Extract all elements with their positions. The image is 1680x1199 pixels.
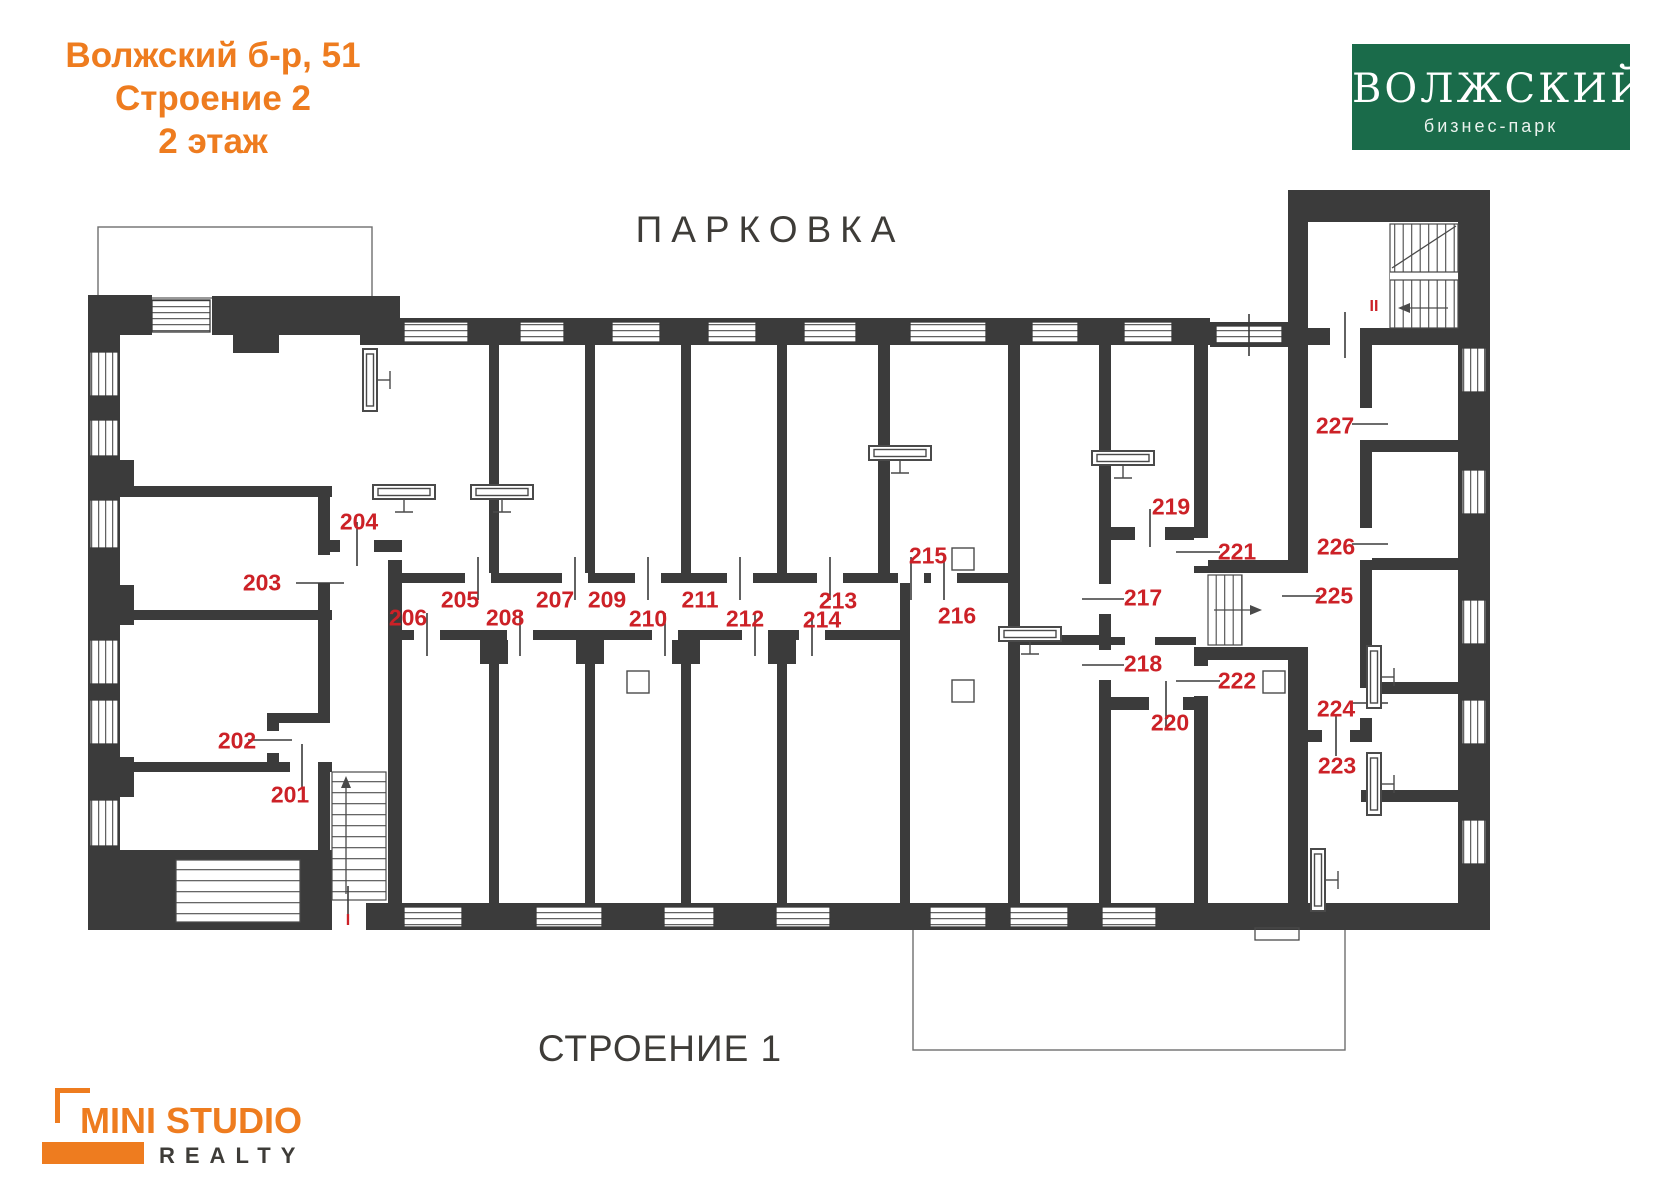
brand-subtitle: бизнес-парк xyxy=(1423,116,1559,136)
room-label-215: 215 xyxy=(908,542,948,569)
room-label-224: 224 xyxy=(1316,695,1356,722)
room-label-217: 217 xyxy=(1123,584,1163,611)
room-label-212: 212 xyxy=(725,605,765,632)
room-label-201: 201 xyxy=(270,781,310,808)
room-label-202: 202 xyxy=(217,727,257,754)
room-label-214: 214 xyxy=(802,606,842,633)
room-label-220: 220 xyxy=(1150,709,1190,736)
shaft-symbols xyxy=(626,547,1286,703)
room-label-204: 204 xyxy=(339,508,379,535)
room-label-219: 219 xyxy=(1151,493,1191,520)
stairs-internal-left xyxy=(331,771,387,901)
stairs-middle xyxy=(1207,574,1262,646)
realty-logo-bar xyxy=(42,1142,144,1164)
title-building: Строение 2 xyxy=(115,79,311,118)
room-label-208: 208 xyxy=(485,604,525,631)
room-label-210: 210 xyxy=(628,605,668,632)
room-label-216: 216 xyxy=(937,602,977,629)
room-label-209: 209 xyxy=(587,586,627,613)
room-label-213: 213 xyxy=(818,587,858,614)
windows xyxy=(89,299,1487,941)
room-label-203: 203 xyxy=(242,569,282,596)
annotation-box-top-left xyxy=(97,226,373,299)
title-floor: 2 этаж xyxy=(158,122,268,161)
building1-label: СТРОЕНИЕ 1 xyxy=(537,1028,783,1069)
room-label-222: 222 xyxy=(1217,667,1257,694)
stair-mark-1: I xyxy=(345,912,351,929)
stairs-entrance-left xyxy=(175,859,301,923)
realty-logo-name: MINI STUDIO xyxy=(80,1100,302,1141)
stair-mark-2: II xyxy=(1369,298,1379,315)
realty-logo-realty: REALTY xyxy=(159,1143,306,1168)
annotation-box-bottom xyxy=(912,924,1346,1051)
title-address: Волжский б-р, 51 xyxy=(65,36,361,75)
room-label-225: 225 xyxy=(1314,582,1354,609)
page-title: Волжский б-р, 51 Строение 2 2 этаж xyxy=(18,34,408,163)
room-label-205: 205 xyxy=(440,586,480,613)
walls xyxy=(88,190,1490,930)
room-label-221: 221 xyxy=(1217,538,1257,565)
room-label-207: 207 xyxy=(535,586,575,613)
parking-label: ПАРКОВКА xyxy=(635,209,905,250)
room-label-218: 218 xyxy=(1123,650,1163,677)
room-label-206: 206 xyxy=(388,604,428,631)
realty-logo-bracket-icon xyxy=(55,1088,90,1123)
room-label-227: 227 xyxy=(1315,412,1355,439)
room-label-211: 211 xyxy=(681,586,719,613)
room-label-223: 223 xyxy=(1317,752,1357,779)
brand-name: ВОЛЖСКИЙ xyxy=(1352,66,1648,112)
door-ticks xyxy=(248,312,1388,922)
business-park-logo: ВОЛЖСКИЙ бизнес-парк xyxy=(1352,44,1648,150)
stairs-tower xyxy=(1389,223,1459,329)
room-label-226: 226 xyxy=(1316,533,1356,560)
realty-logo: MINI STUDIO REALTY xyxy=(40,1082,340,1182)
